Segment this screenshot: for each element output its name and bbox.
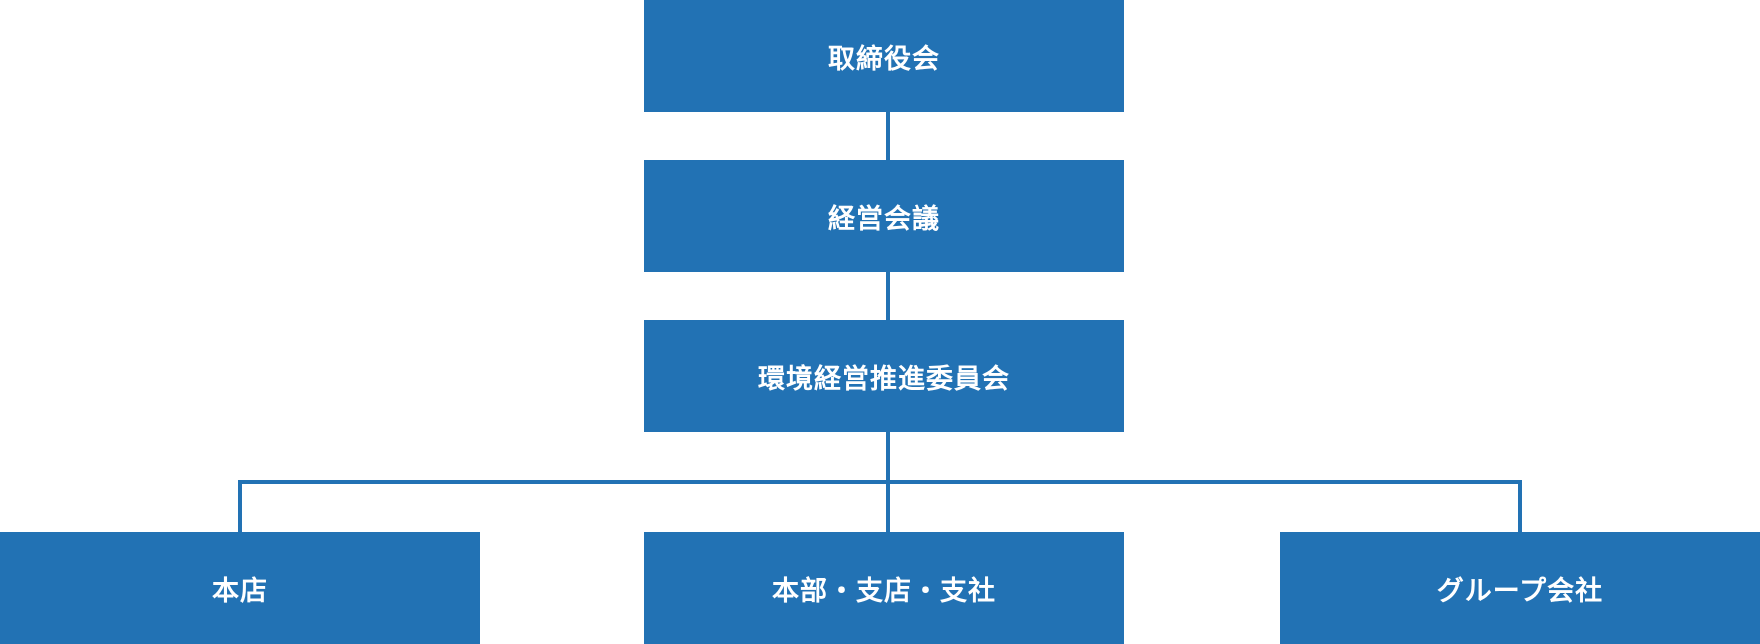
- connector-bus-to-head-office: [238, 480, 242, 532]
- head-office-label: 本店: [212, 575, 268, 607]
- environmental-committee-label: 環境経営推進委員会: [758, 363, 1010, 395]
- group-companies-label: グループ会社: [1436, 575, 1604, 607]
- management-meeting-label: 経営会議: [828, 203, 940, 235]
- connector-bus-to-group-companies: [1518, 480, 1522, 532]
- connector-horizontal-bus: [238, 480, 1522, 484]
- board-box: 取締役会: [644, 0, 1124, 112]
- connector-bus-to-divisions: [886, 480, 890, 532]
- head-office-box: 本店: [0, 532, 480, 644]
- management-meeting-box: 経営会議: [644, 160, 1124, 272]
- group-companies-box: グループ会社: [1280, 532, 1760, 644]
- divisions-branches-box: 本部・支店・支社: [644, 532, 1124, 644]
- board-label: 取締役会: [828, 43, 940, 75]
- connector-board-to-meeting: [886, 112, 890, 160]
- environmental-committee-box: 環境経営推進委員会: [644, 320, 1124, 432]
- connector-meeting-to-committee: [886, 272, 890, 320]
- connector-committee-to-bus: [886, 432, 890, 484]
- divisions-branches-label: 本部・支店・支社: [772, 575, 996, 607]
